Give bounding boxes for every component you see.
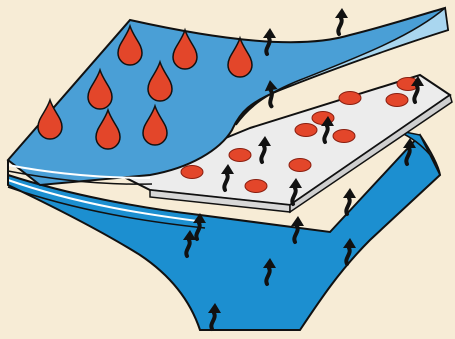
membrane-pore <box>339 92 361 105</box>
membrane-pore <box>245 180 267 193</box>
membrane-pore <box>333 130 355 143</box>
membrane-pore <box>386 94 408 107</box>
membrane-pore <box>295 124 317 137</box>
membrane-pore <box>289 159 311 172</box>
membrane-pore <box>181 166 203 179</box>
wavy-up-arrow-icon <box>335 8 348 34</box>
membrane-pore <box>229 149 251 162</box>
